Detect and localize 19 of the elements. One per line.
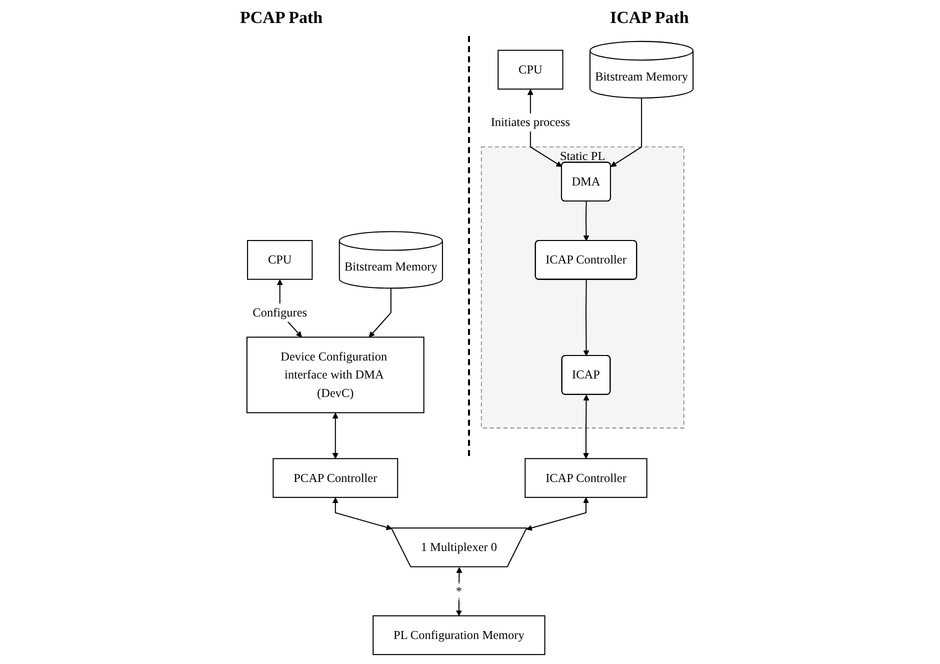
edge-label: * xyxy=(456,584,462,598)
node-box: PCAP Controller xyxy=(272,458,398,498)
node-box: Device Configuration interface with DMA (DevC) xyxy=(246,336,424,414)
arrow xyxy=(610,98,642,167)
edge-label: Initiates process xyxy=(490,115,570,129)
section-heading: PCAP Path xyxy=(240,8,323,28)
arrow xyxy=(583,280,590,356)
section-heading: ICAP Path xyxy=(610,8,689,28)
edge-label: Configures xyxy=(252,306,308,320)
arrow xyxy=(368,288,392,338)
node-box: CPU xyxy=(498,50,564,90)
arrow xyxy=(583,394,590,459)
node-box: ICAP Controller xyxy=(524,458,648,498)
arrow xyxy=(583,201,590,242)
arrow xyxy=(526,497,589,531)
arrow xyxy=(332,412,338,459)
arrow xyxy=(332,497,392,530)
node-box: PL Configuration Memory xyxy=(372,615,546,656)
node-box: CPU xyxy=(247,240,313,280)
